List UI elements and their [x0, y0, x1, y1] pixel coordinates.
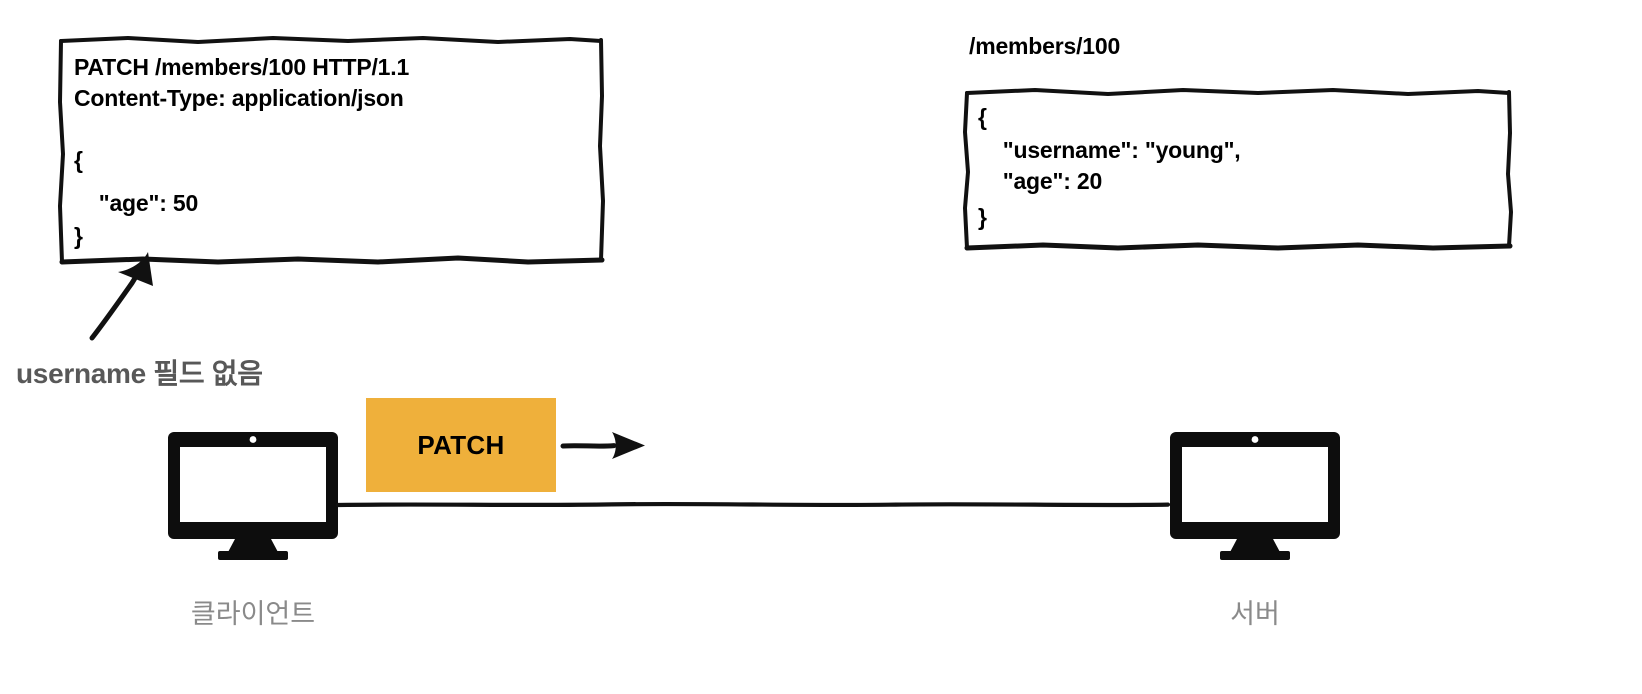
missing-field-annotation: username 필드 없음 [16, 358, 263, 389]
request-line: PATCH /members/100 HTTP/1.1 [74, 54, 410, 80]
resource-body-close-brace: } [978, 204, 987, 230]
request-body-field-age: "age": 50 [74, 190, 199, 216]
resource-url-label: /members/100 [969, 33, 1121, 59]
arrow-right-icon [612, 432, 645, 459]
patch-method-chip-label: PATCH [417, 429, 505, 460]
patch-method-chip: PATCH [366, 398, 556, 492]
client-caption: 클라이언트 [190, 599, 316, 629]
server-monitor-icon [1168, 432, 1342, 560]
callout-arrow-shaft [89, 259, 147, 341]
resource-body-field-username: "username": "young", [978, 137, 1241, 163]
resource-state-box: { "username": "young", "age": 20 } [963, 88, 1513, 251]
http-request-box: PATCH /members/100 HTTP/1.1 Content-Type… [58, 36, 605, 265]
client-server-link [335, 501, 1171, 508]
resource-body-field-age: "age": 20 [978, 168, 1103, 194]
client-monitor-icon [166, 432, 340, 560]
request-header-content-type: Content-Type: application/json [74, 85, 404, 111]
request-body-open-brace: { [74, 147, 83, 173]
server-caption: 서버 [1230, 599, 1280, 629]
request-arrow-shaft [560, 443, 617, 449]
resource-body-open-brace: { [978, 104, 987, 130]
request-body-close-brace: } [74, 223, 83, 249]
